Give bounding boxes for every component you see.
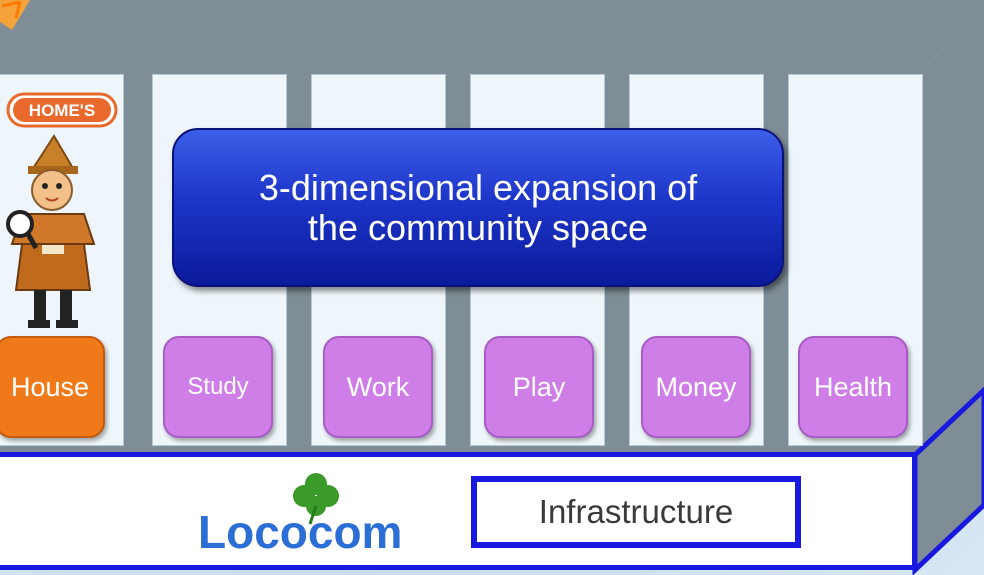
category-health: Health bbox=[798, 336, 908, 438]
category-house: House bbox=[0, 336, 105, 438]
homes-logo: HOME'S bbox=[6, 92, 118, 128]
banner-line-1: 3-dimensional expansion of bbox=[258, 166, 698, 208]
category-play: Play bbox=[484, 336, 594, 438]
category-study: Study bbox=[163, 336, 273, 438]
homes-logo-text: HOME'S bbox=[29, 101, 95, 120]
clover-icon bbox=[293, 473, 339, 525]
infrastructure-label: Infrastructure bbox=[471, 476, 801, 548]
lococom-logo-text: Lococom bbox=[198, 506, 402, 558]
right-side-face bbox=[920, 0, 984, 460]
detective-mascot bbox=[6, 134, 96, 328]
category-work: Work bbox=[323, 336, 433, 438]
category-money: Money bbox=[641, 336, 751, 438]
lococom-logo: Lococom bbox=[198, 473, 402, 558]
banner-line-2: the community space bbox=[307, 206, 649, 248]
arrow-icon bbox=[0, 0, 30, 30]
banner-box: 3-dimensional expansion of the community… bbox=[172, 128, 784, 287]
